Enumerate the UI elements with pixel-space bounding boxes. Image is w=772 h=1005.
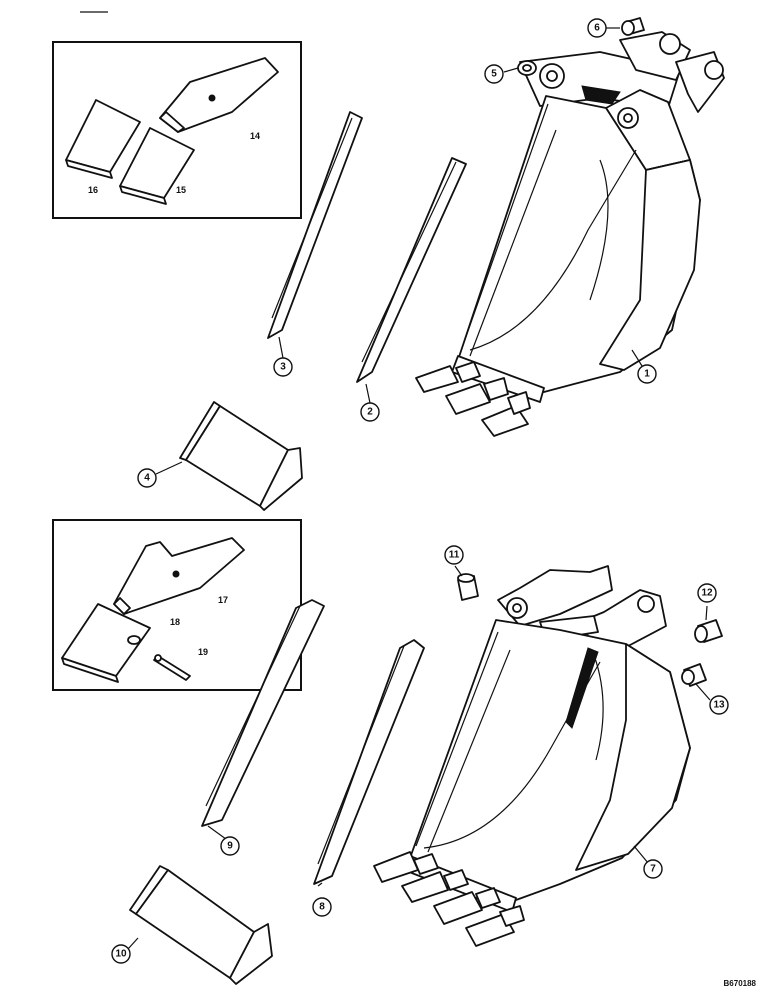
- lock-pin-19: [153, 654, 191, 681]
- svg-text:4: 4: [144, 473, 150, 484]
- side-cutter-9: [201, 599, 325, 827]
- svg-text:3: 3: [280, 362, 286, 373]
- bucket-shield-10: [129, 865, 273, 985]
- bushing-5: [517, 60, 537, 76]
- callout-6: 6: [587, 18, 607, 38]
- svg-text:2: 2: [367, 407, 373, 418]
- svg-text:7: 7: [650, 864, 656, 875]
- side-cutter-3: [267, 111, 363, 339]
- tooth-15: [119, 127, 195, 205]
- svg-text:9: 9: [227, 841, 233, 852]
- side-cutter-8: [313, 639, 425, 885]
- label-16: 16: [88, 185, 98, 195]
- svg-text:12: 12: [701, 588, 713, 599]
- tooth-16: [65, 99, 141, 179]
- adapter-tooth-14: [159, 57, 279, 133]
- callout-7: 7: [643, 859, 663, 879]
- callout-13: 13: [709, 695, 729, 715]
- label-18: 18: [170, 617, 180, 627]
- svg-text:5: 5: [491, 69, 497, 80]
- svg-text:6: 6: [594, 23, 600, 34]
- bucket-7: [373, 565, 691, 947]
- callout-1: 1: [637, 364, 657, 384]
- callout-3: 3: [273, 357, 293, 377]
- tooth-inset-top: 14 15 16: [52, 41, 302, 219]
- adapter-tooth-17: [113, 537, 245, 615]
- callout-5: 5: [484, 64, 504, 84]
- tooth-inset-bottom: 17 18 19: [52, 519, 302, 691]
- bushing-12: [694, 619, 723, 643]
- label-19: 19: [198, 647, 208, 657]
- callout-9: 9: [220, 836, 240, 856]
- label-17: 17: [218, 595, 228, 605]
- drawing-code: B670188: [723, 979, 756, 988]
- callout-10: 10: [111, 944, 131, 964]
- callout-11: 11: [444, 545, 464, 565]
- bucket-1: [415, 31, 725, 437]
- callout-8: 8: [312, 897, 332, 917]
- bucket-shield-4: [179, 401, 303, 511]
- callout-4: 4: [137, 468, 157, 488]
- callout-2: 2: [360, 402, 380, 422]
- svg-text:1: 1: [644, 369, 650, 380]
- svg-text:13: 13: [713, 700, 725, 711]
- side-cutter-2: [356, 157, 467, 383]
- svg-text:10: 10: [115, 949, 127, 960]
- bushing-13: [681, 663, 707, 687]
- label-15: 15: [176, 185, 186, 195]
- bushing-11: [457, 573, 479, 601]
- label-14: 14: [250, 131, 260, 141]
- svg-text:11: 11: [449, 550, 460, 561]
- callout-12: 12: [697, 583, 717, 603]
- svg-text:8: 8: [319, 902, 325, 913]
- bushing-6: [621, 17, 645, 36]
- tooth-18: [61, 603, 151, 683]
